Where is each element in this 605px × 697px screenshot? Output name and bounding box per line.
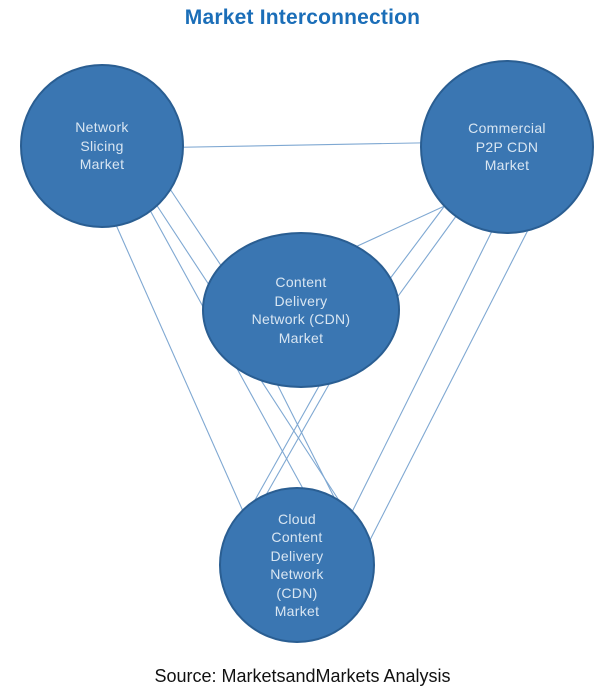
node-commercial-p2p-cdn: Commercial P2P CDN Market bbox=[420, 60, 594, 234]
node-cloud-cdn: Cloud Content Delivery Network (CDN) Mar… bbox=[219, 487, 375, 643]
connector-commercial-p2p-cdn--cloud-cdn bbox=[351, 214, 501, 513]
node-label-cloud-cdn: Cloud Content Delivery Network (CDN) Mar… bbox=[270, 510, 324, 620]
connector-network-slicing--cloud-cdn bbox=[104, 199, 251, 528]
connector-network-slicing--commercial-p2p-cdn bbox=[139, 141, 471, 149]
node-cdn: Content Delivery Network (CDN) Market bbox=[202, 232, 400, 388]
node-label-network-slicing: Network Slicing Market bbox=[75, 119, 129, 173]
node-network-slicing: Network Slicing Market bbox=[20, 64, 184, 228]
connector-commercial-p2p-cdn--cdn bbox=[339, 197, 463, 255]
connector-commercial-p2p-cdn--cloud-cdn bbox=[369, 229, 529, 541]
diagram-title: Market Interconnection bbox=[184, 6, 421, 29]
node-label-commercial-p2p-cdn: Commercial P2P CDN Market bbox=[468, 120, 546, 174]
source-note: Source: MarketsandMarkets Analysis bbox=[154, 666, 451, 686]
node-label-cdn: Content Delivery Network (CDN) Market bbox=[251, 274, 351, 346]
